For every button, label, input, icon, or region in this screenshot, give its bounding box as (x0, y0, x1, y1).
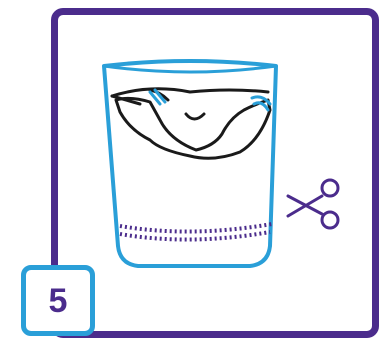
scissors-icon (288, 180, 338, 228)
step-number-badge: 5 (21, 265, 95, 336)
step-number: 5 (49, 284, 68, 318)
